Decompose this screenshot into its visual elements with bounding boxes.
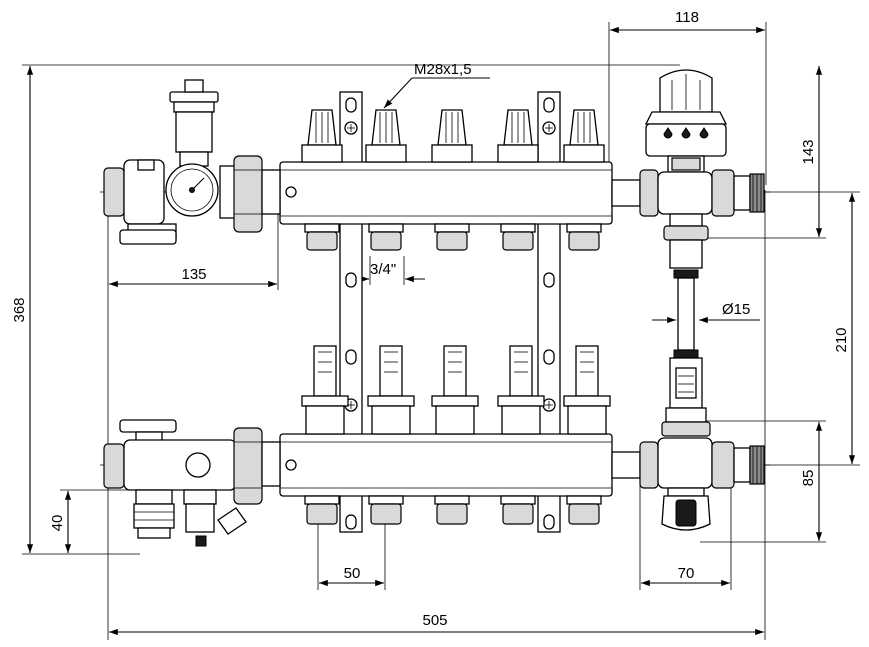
thermostatic-valve-heads <box>301 109 605 163</box>
dim-label-143: 143 <box>800 139 817 164</box>
flow-meters <box>301 345 611 435</box>
dim-label-outlet-thread: 3/4" <box>370 261 396 278</box>
dim-label-505: 505 <box>422 612 447 629</box>
dim-label-118: 118 <box>675 9 699 26</box>
dim-label-210: 210 <box>833 327 850 352</box>
return-manifold-bar <box>279 345 613 525</box>
right-mixing-assembly <box>611 69 765 531</box>
dim-label-valve-thread: M28x1,5 <box>414 61 472 78</box>
return-outlets <box>304 495 602 525</box>
dim-label-135: 135 <box>181 266 206 283</box>
dimension-labels: 368 505 118 143 210 85 135 50 70 40 Ø15 … <box>11 9 850 629</box>
supply-outlets <box>304 223 602 251</box>
supply-manifold-bar <box>279 109 613 251</box>
dim-label-40: 40 <box>49 515 66 532</box>
dim-label-368: 368 <box>11 297 28 322</box>
left-supply-assembly <box>103 79 281 245</box>
dim-label-50: 50 <box>344 565 361 582</box>
dim-label-85: 85 <box>800 470 817 487</box>
dim-label-diameter: Ø15 <box>722 301 750 318</box>
left-return-assembly <box>103 419 281 547</box>
dimension-lines <box>22 22 860 640</box>
dim-label-70: 70 <box>678 565 695 582</box>
